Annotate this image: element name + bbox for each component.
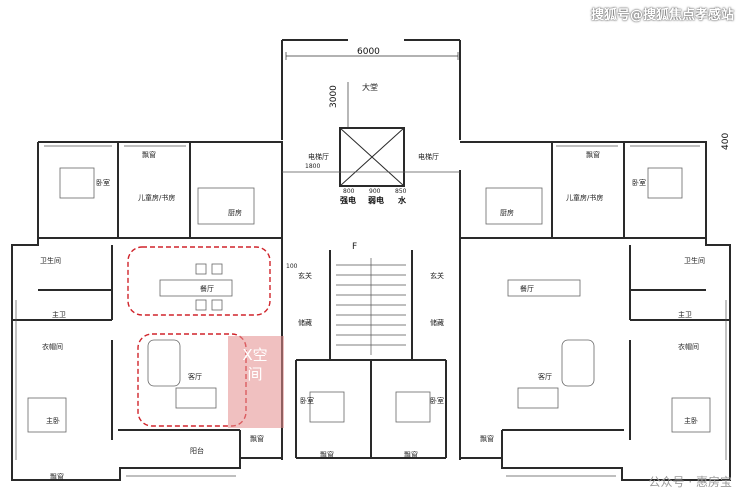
right-dining: 餐厅	[520, 285, 534, 293]
shaft-weak-power: 弱电	[368, 196, 384, 205]
dim-corridor: 1800	[305, 163, 321, 170]
dim-shaft-3: 850	[395, 188, 407, 195]
right-bay-window-bottom: 飘窗	[480, 435, 494, 443]
label-stair-mark: F	[352, 242, 358, 252]
dim-depth: 3000	[329, 85, 339, 108]
label-foyer-right: 玄关	[430, 272, 444, 280]
left-kids-room: 儿童房/书房	[138, 194, 176, 202]
x-space-highlight	[228, 336, 284, 428]
dim-shaft-1: 800	[343, 188, 355, 195]
right-master-bath: 主卫	[678, 311, 692, 319]
right-master-bedroom: 主卧	[684, 417, 698, 425]
left-master-bath: 主卫	[52, 311, 66, 319]
left-kitchen: 厨房	[228, 209, 242, 217]
right-closet: 衣帽间	[678, 343, 699, 351]
middle-bay-window-left: 飘窗	[320, 451, 334, 459]
left-bedroom: 卧室	[96, 179, 110, 187]
label-elevator-hall-left: 电梯厅	[308, 153, 329, 161]
watermark-bottom: 公众号 · 惠房宝	[648, 475, 732, 489]
middle-bay-window-right: 飘窗	[404, 451, 418, 459]
right-bathroom: 卫生间	[684, 257, 705, 265]
shaft-strong-power: 强电	[340, 196, 356, 205]
dim-stair: 100	[286, 263, 298, 270]
left-closet: 衣帽间	[42, 343, 63, 351]
middle-bedroom-right: 卧室	[430, 397, 444, 405]
walls	[11, 39, 731, 481]
dim-shaft-2: 900	[369, 188, 381, 195]
label-foyer-left: 玄关	[298, 272, 312, 280]
highlight-zones	[127, 246, 271, 427]
right-kids-room: 儿童房/书房	[566, 194, 604, 202]
middle-bedroom-left: 卧室	[300, 397, 314, 405]
left-dining: 餐厅	[200, 285, 214, 293]
furniture	[27, 167, 711, 433]
label-elevator-hall-right: 电梯厅	[418, 153, 439, 161]
dimension-lines	[285, 52, 459, 128]
left-bay-window-top: 飘窗	[142, 151, 156, 159]
label-lobby: 大堂	[362, 83, 378, 92]
left-bathroom: 卫生间	[40, 257, 61, 265]
left-balcony: 阳台	[190, 447, 204, 455]
right-living: 客厅	[538, 373, 552, 381]
label-storage-left: 储藏	[298, 319, 312, 327]
shaft-water: 水	[398, 196, 406, 205]
left-bay-window-bottom: 飘窗	[250, 435, 264, 443]
left-living: 客厅	[188, 373, 202, 381]
fine-lines	[15, 145, 727, 477]
dim-width: 6000	[357, 47, 380, 57]
left-master-bedroom: 主卧	[46, 417, 60, 425]
label-storage-right: 储藏	[430, 319, 444, 327]
watermark-top: 搜狐号@搜狐焦点孝感站	[590, 8, 734, 23]
left-bay-window-corner: 飘窗	[50, 473, 64, 481]
x-space-label: X空间	[242, 346, 268, 383]
right-bay-window-top: 飘窗	[586, 151, 600, 159]
right-kitchen: 厨房	[500, 209, 514, 217]
dim-edge: 400	[721, 132, 731, 150]
right-bedroom: 卧室	[632, 179, 646, 187]
